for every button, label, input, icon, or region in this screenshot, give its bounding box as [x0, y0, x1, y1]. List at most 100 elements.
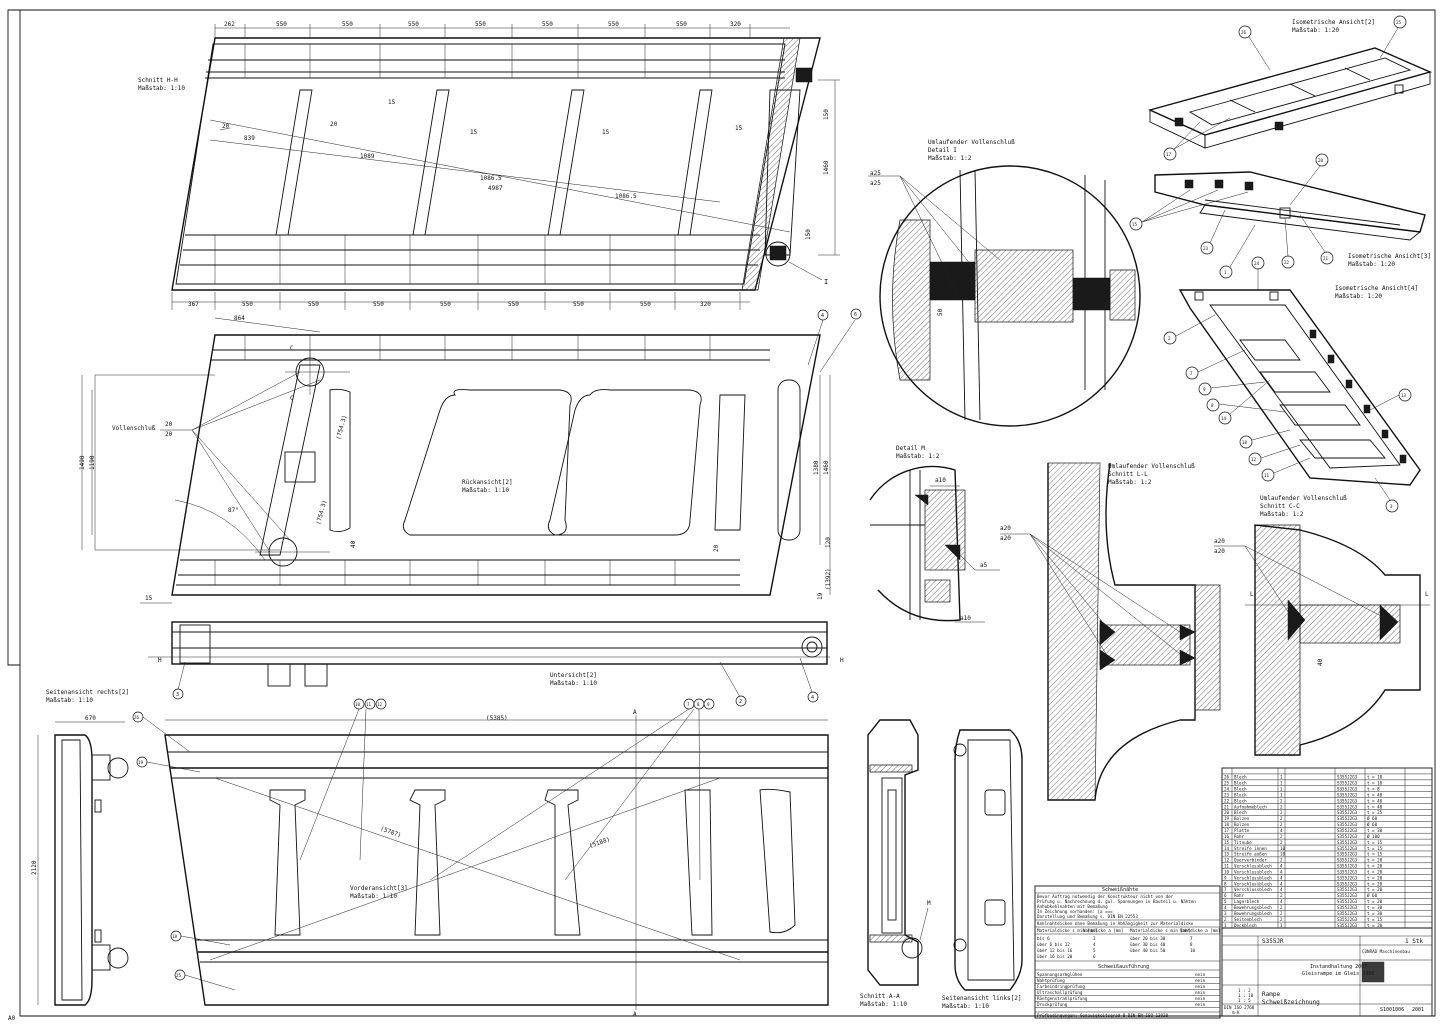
part-qty: 2	[1280, 893, 1283, 898]
part-material: S355J2G3	[1337, 846, 1358, 851]
dim-label: 15	[602, 129, 610, 136]
title-revision: 2001	[1412, 1007, 1424, 1013]
balloon-6: 6	[854, 312, 857, 318]
dim-label: 1089	[360, 153, 375, 160]
view-subtitle: Umlaufender Vollenschluß	[1260, 495, 1347, 502]
dim-label: 4987	[488, 185, 503, 192]
part-material: S355J2G3	[1337, 917, 1358, 922]
weld-table-header: Kehlnahtdicken ohne Bemaßung in Abhängig…	[1037, 921, 1194, 926]
part-pos: 25	[1224, 781, 1230, 786]
part-name: Blech	[1234, 798, 1247, 803]
title-scale: 1 : 10	[1238, 993, 1254, 998]
balloon-12: 12	[377, 702, 383, 707]
sheet-format-label: A0	[8, 1015, 16, 1022]
balloon-11: 11	[1264, 473, 1270, 478]
part-pos: 8	[1224, 881, 1227, 886]
weld-label: a25	[870, 180, 881, 187]
part-pos: 19	[1224, 816, 1230, 821]
part-pos: 24	[1224, 787, 1230, 792]
weld-cell: 6	[1093, 954, 1096, 959]
dim-bottom-4: 550	[440, 301, 451, 308]
dim-top-5: 550	[542, 21, 553, 28]
weld-note: Anhubkehlnahten mit Bemaßung	[1037, 904, 1108, 909]
weld-label: a20	[1000, 525, 1011, 532]
part-pos: 6	[1224, 893, 1227, 898]
view-title: Seitenansicht links[2]	[942, 995, 1021, 1002]
dim-top-3: 550	[408, 21, 419, 28]
part-name: Deckblech	[1234, 923, 1257, 928]
part-name: Blech	[1234, 810, 1247, 815]
balloon-25: 25	[176, 973, 182, 978]
part-size: t = 20	[1367, 858, 1383, 863]
exec-label: Druckprüfung	[1037, 1002, 1068, 1007]
weld-note: Bevor Auftrag notwendig der Konstrukteur…	[1037, 894, 1174, 899]
balloon-9: 9	[1203, 387, 1206, 392]
part-pos: 5	[1224, 899, 1227, 904]
view-untersicht: H H Untersicht[2] Maßstab: 1:10 3 2 4	[148, 621, 844, 707]
part-name: Rohr	[1234, 834, 1245, 839]
balloon-9: 9	[707, 702, 710, 707]
exec-value: nein	[1195, 990, 1206, 995]
part-qty: 2	[1280, 810, 1283, 815]
part-pos: 3	[1224, 911, 1227, 916]
dim-label: 670	[85, 715, 96, 722]
part-name: Verschlussblech	[1234, 881, 1272, 886]
dim-bottom-3: 550	[373, 301, 384, 308]
part-qty: 2	[1280, 804, 1283, 809]
view-title: Schnitt L-L	[1108, 471, 1148, 478]
part-pos: 9	[1224, 875, 1227, 880]
view-rueckansicht: C C 1490 1190 864 Vollenschluß 20 20 (75…	[79, 308, 862, 604]
part-size: t = 30	[1367, 828, 1383, 833]
weld-col-head: Nahtdicke a [mm]	[1083, 928, 1123, 933]
part-name: Verschlussblech	[1234, 864, 1272, 869]
exec-label: Nahtprüfung	[1037, 978, 1065, 983]
balloon-26: 26	[1241, 30, 1247, 35]
part-pos: 16	[1224, 834, 1230, 839]
part-pos: 18	[1224, 822, 1230, 827]
detail-marker-m: M	[927, 900, 931, 907]
part-size: Ø 100	[1367, 834, 1380, 839]
balloon-19: 19	[138, 760, 144, 765]
title-company: CONRAD Maschinenbau	[1362, 949, 1410, 954]
weld-cell: 3	[1093, 936, 1096, 941]
part-size: Ø 60	[1367, 822, 1378, 827]
part-material: S355J2G3	[1337, 798, 1358, 803]
part-qty: 4	[1280, 899, 1283, 904]
view-title: Vorderansicht[3]	[350, 885, 408, 892]
dim-label: 150	[823, 109, 830, 120]
dim-label: 20	[165, 421, 173, 428]
part-material: S355J2G3	[1337, 792, 1358, 797]
part-name: Verschlussblech	[1234, 875, 1272, 880]
view-scale: Maßstab: 1:10	[138, 85, 185, 92]
dim-top-1: 550	[276, 21, 287, 28]
dim-label: (5385)	[486, 715, 508, 722]
view-title: Isometrische Ansicht[3]	[1348, 253, 1431, 260]
dim-bottom-5: 550	[508, 301, 519, 308]
weld-cell: 8	[1190, 942, 1193, 947]
view-scale: Maßstab: 1:10	[46, 697, 93, 704]
balloon-7: 7	[1190, 371, 1193, 376]
balloon-15: 15	[1132, 222, 1138, 227]
part-size: t = 8	[1367, 787, 1380, 792]
view-scale: Maßstab: 1:2	[896, 453, 940, 460]
view-title: Isometrische Ansicht[2]	[1292, 19, 1375, 26]
part-qty: 4	[1280, 869, 1283, 874]
balloon-22: 22	[1284, 260, 1290, 265]
dim-label: 1460	[823, 160, 830, 175]
part-material: S355J2G3	[1337, 781, 1358, 786]
weld-col-head: Nahtdicke a [mm]	[1180, 928, 1220, 933]
part-pos: 17	[1224, 828, 1230, 833]
part-size: t = 15	[1367, 840, 1383, 845]
dim-top-2: 550	[342, 21, 353, 28]
section-marker-c: C	[290, 395, 294, 402]
part-size: t = 20	[1367, 887, 1383, 892]
weld-table-title: Schweißnähte	[1102, 887, 1138, 893]
part-size: t = 20	[1367, 923, 1383, 928]
weld-cell: über 20 bis 30	[1130, 936, 1166, 941]
balloon-10: 10	[355, 702, 361, 707]
part-pos: 7	[1224, 887, 1227, 892]
balloon-26: 26	[134, 715, 140, 720]
dim-label: 20	[165, 431, 173, 438]
part-name: Blech	[1234, 775, 1247, 780]
